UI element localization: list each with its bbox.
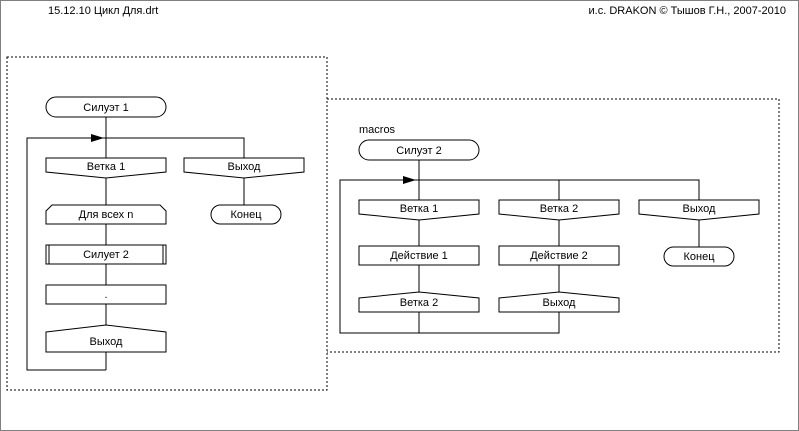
end-terminator	[663, 246, 735, 267]
loop-start-label: Для всех n	[79, 209, 134, 221]
loop-arrow-icon	[91, 134, 104, 142]
branch-address-label: Выход	[90, 336, 123, 348]
loop-start	[45, 204, 167, 225]
branch-head	[45, 157, 167, 179]
end-label: Конец	[230, 209, 262, 221]
loop-back-line	[26, 137, 245, 371]
exit-branch-label: Выход	[228, 161, 261, 173]
end-label: Конец	[683, 251, 715, 263]
branch-1-address	[358, 291, 480, 313]
branch-1-head-label: Ветка 1	[400, 203, 438, 215]
diagram-2: macros Силуэт 2 Ветка 1 Действие 1 Ветка…	[327, 98, 780, 353]
exit-branch-head	[638, 199, 760, 221]
branch-2-head-label: Ветка 2	[540, 203, 578, 215]
exit-branch-head	[183, 157, 305, 179]
loop-arrow-icon	[403, 176, 416, 184]
start-label: Силуэт 2	[396, 145, 441, 157]
loop-back-line	[339, 179, 700, 334]
action-label: .	[104, 289, 107, 301]
diagram-2-boundary	[327, 98, 780, 353]
start-terminator	[358, 139, 480, 161]
diagram-1-boundary	[6, 56, 328, 391]
macros-label: macros	[359, 124, 396, 136]
flow-line	[419, 312, 560, 334]
exit-branch-label: Выход	[683, 203, 716, 215]
branch-2-head	[498, 199, 620, 221]
action-2-label: Действие 2	[530, 250, 588, 262]
branch-1-head	[358, 199, 480, 221]
start-label: Силуэт 1	[83, 102, 128, 114]
action-1-block	[358, 245, 480, 266]
insert-label: Силует 2	[83, 249, 129, 261]
header-copyright: и.с. DRAKON © Тышов Г.Н., 2007-2010	[588, 5, 786, 17]
header-date-filename: 15.12.10 Цикл Для.drt	[48, 5, 159, 17]
insert-block	[45, 244, 167, 265]
diagram-1: Силуэт 1 Ветка 1 Для всех n Силует 2 . В…	[6, 56, 328, 391]
action-2-block	[498, 245, 620, 266]
end-terminator	[210, 204, 282, 225]
action-block	[45, 284, 167, 305]
branch-address	[45, 324, 167, 353]
branch-2-address-label: Выход	[543, 297, 576, 309]
action-1-label: Действие 1	[390, 250, 448, 262]
start-terminator	[45, 96, 167, 118]
branch-1-address-label: Ветка 2	[400, 297, 438, 309]
branch-head-label: Ветка 1	[87, 161, 125, 173]
branch-2-address	[498, 291, 620, 313]
